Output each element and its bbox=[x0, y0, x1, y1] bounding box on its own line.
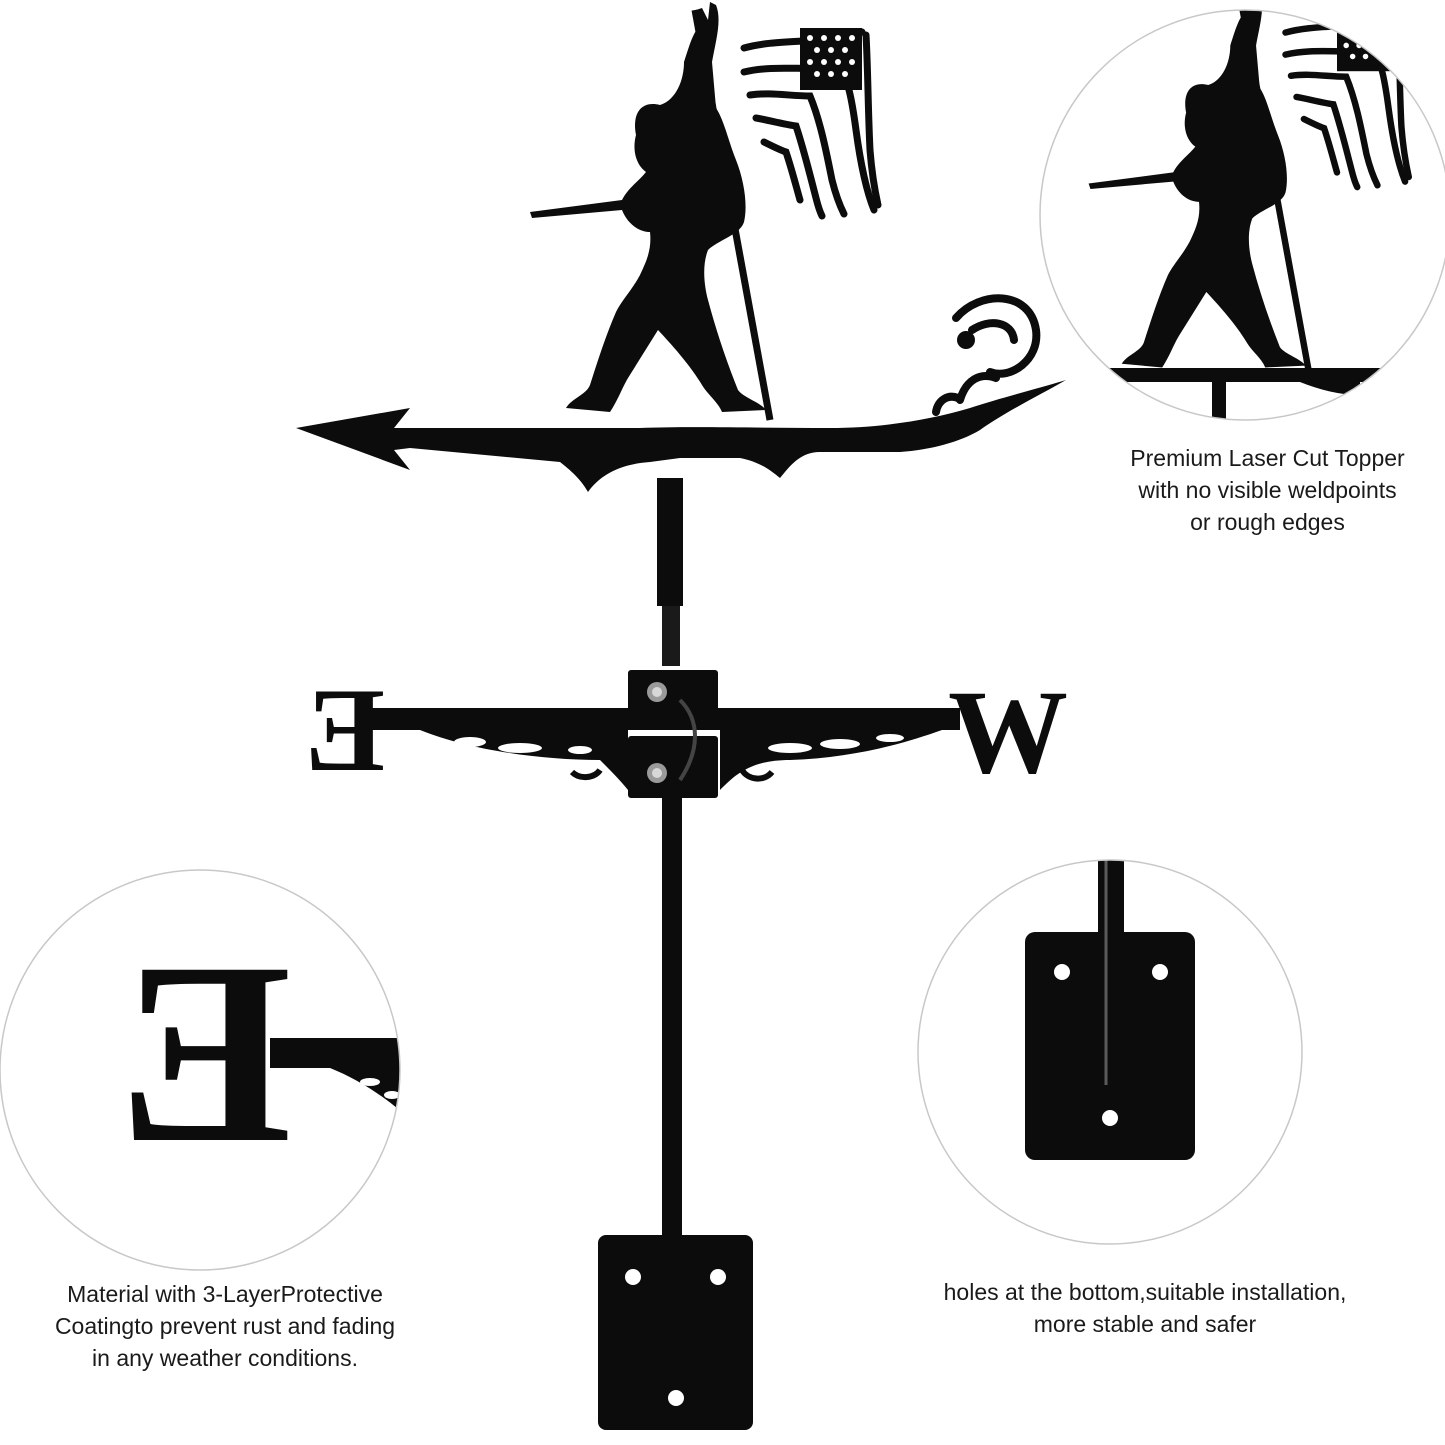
bigfoot-silhouette-icon bbox=[530, 2, 878, 420]
detail-circle-plate bbox=[917, 859, 1303, 1245]
detail-letter: E bbox=[118, 909, 291, 1197]
caption-line: more stable and safer bbox=[1033, 1311, 1257, 1337]
caption-line: Material with 3-LayerProtective bbox=[67, 1281, 383, 1307]
caption-material: Material with 3-LayerProtective Coatingt… bbox=[10, 1278, 440, 1374]
mount-bracket-lower bbox=[628, 736, 718, 798]
caption-line: in any weather conditions. bbox=[92, 1345, 358, 1371]
detail-circle-topper bbox=[1039, 9, 1445, 421]
caption-line: holes at the bottom,suitable installatio… bbox=[943, 1279, 1347, 1305]
caption-line: with no visible weldpoints bbox=[1138, 477, 1397, 503]
upper-rod bbox=[657, 478, 683, 606]
mounting-plate-icon bbox=[598, 1235, 753, 1430]
weathervane-main: E W bbox=[296, 2, 1068, 1430]
screw-icon bbox=[647, 682, 667, 783]
compass-letter-right: W bbox=[948, 665, 1068, 798]
caption-line: Coatingto prevent rust and fading bbox=[54, 1313, 396, 1339]
compass-letter-left: E bbox=[305, 663, 385, 796]
detail-circle-letter: E bbox=[0, 869, 401, 1271]
caption-line: Premium Laser Cut Topper bbox=[1130, 445, 1405, 471]
caption-topper: Premium Laser Cut Topper with no visible… bbox=[1085, 442, 1445, 538]
mount-bracket-upper bbox=[628, 670, 718, 726]
lower-rod bbox=[662, 798, 682, 1238]
decorative-scrollwork bbox=[420, 730, 942, 790]
caption-holes: holes at the bottom,suitable installatio… bbox=[905, 1276, 1385, 1340]
caption-line: or rough edges bbox=[1190, 509, 1345, 535]
